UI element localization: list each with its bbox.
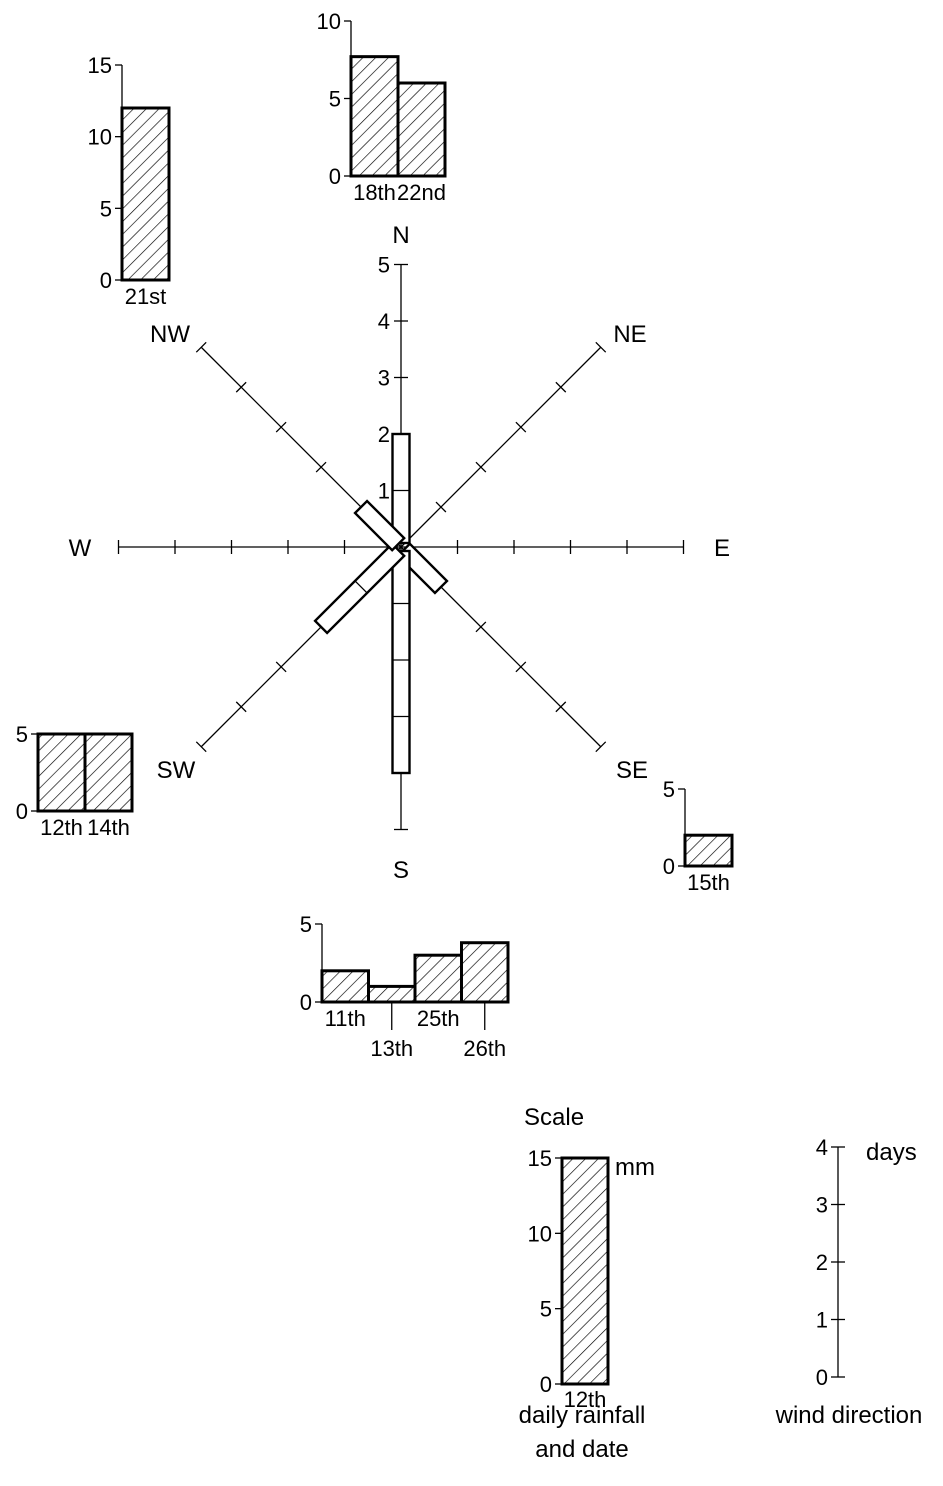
rainfall-date-label-sw: 12th: [40, 815, 83, 840]
compass-tick-se: [475, 621, 487, 633]
scale-rainfall-tick-label: 0: [540, 1372, 552, 1397]
rainfall-tick-label-nw: 10: [88, 125, 112, 150]
rainfall-tick-label-n: 0: [329, 164, 341, 189]
compass-axis-tick-label: 2: [378, 422, 390, 447]
rainfall-tick-label-sw: 5: [16, 722, 28, 747]
rainfall-bar-n-22nd: [396, 81, 447, 178]
rainfall-tick-label-nw: 0: [100, 268, 112, 293]
rainfall-date-label-s: 25th: [417, 1006, 460, 1031]
compass-tick-se: [515, 661, 527, 673]
rainfall-tick-label-s: 0: [300, 990, 312, 1015]
compass-tick-nw: [315, 461, 327, 473]
scale-wind-tick-label: 0: [816, 1365, 828, 1390]
rainfall-date-label-s: 13th: [370, 1036, 413, 1061]
scale-wind-tick-label: 3: [816, 1193, 828, 1218]
wind-rose-arm-s: [391, 549, 411, 775]
scale-rainfall-tick-label: 15: [528, 1146, 552, 1171]
scale-rainfall-bar: [560, 1156, 610, 1386]
wind-unit-label: days: [866, 1139, 917, 1166]
compass-tick-se: [595, 741, 607, 753]
rainfall-tick-label-s: 5: [300, 912, 312, 937]
compass-tick-sw: [275, 661, 287, 673]
compass-tick-sw: [235, 701, 247, 713]
scale-rainfall-tick-label: 5: [540, 1297, 552, 1322]
compass-label-n: N: [392, 222, 409, 249]
rainfall-date-label-se: 15th: [687, 870, 730, 895]
rainfall-tick-label-nw: 5: [100, 196, 112, 221]
compass-label-w: W: [69, 535, 92, 562]
compass-label-ne: NE: [613, 321, 646, 348]
compass-axis-tick-label: 4: [378, 309, 390, 334]
compass-label-sw: SW: [157, 757, 196, 784]
compass-tick-sw: [195, 741, 207, 753]
compass-tick-ne: [555, 381, 567, 393]
compass-tick-ne: [595, 341, 607, 353]
rainfall-bar-sw-14th: [83, 732, 134, 813]
rainfall-caption-line1: daily rainfall: [519, 1402, 646, 1429]
rainfall-bar-n-18th: [349, 55, 400, 178]
compass-tick-nw: [235, 381, 247, 393]
compass-tick-ne: [435, 501, 447, 513]
rainfall-date-label-n: 18th: [353, 180, 396, 205]
wind-caption: wind direction: [775, 1402, 923, 1429]
compass-tick-se: [555, 701, 567, 713]
scale-rainfall-tick-label: 10: [528, 1221, 552, 1246]
rainfall-date-label-s: 26th: [463, 1036, 506, 1061]
rainfall-date-label-n: 22nd: [397, 180, 446, 205]
compass-label-s: S: [393, 857, 409, 884]
wind-rose-arm-sw: [313, 542, 406, 635]
compass-axis-tick-label: 5: [378, 253, 390, 278]
rainfall-tick-label-se: 5: [663, 777, 675, 802]
rainfall-bar-se-15th: [683, 833, 734, 868]
compass-axis-tick-label: 1: [378, 479, 390, 504]
rainfall-bar-s-13th: [367, 984, 417, 1004]
scale-wind-tick-label: 4: [816, 1135, 828, 1160]
compass-tick-nw: [195, 341, 207, 353]
compass-label-nw: NW: [150, 321, 190, 348]
wind-rose-divider-sw: [354, 580, 368, 594]
rainfall-tick-label-sw: 0: [16, 799, 28, 824]
rainfall-bar-s-11th: [320, 969, 370, 1004]
rainfall-tick-label-n: 10: [317, 9, 341, 34]
compass-label-se: SE: [616, 757, 648, 784]
compass-tick-nw: [275, 421, 287, 433]
compass-axis-tick-label: 3: [378, 366, 390, 391]
compass-axis-ne: [400, 346, 602, 548]
rainfall-tick-label-n: 5: [329, 87, 341, 112]
rainfall-bar-s-26th: [460, 941, 510, 1004]
rainfall-tick-label-nw: 15: [88, 53, 112, 78]
rainfall-unit-label: mm: [615, 1154, 655, 1181]
scale-rainfall-date-label: 12th: [564, 1387, 607, 1412]
wind-rose-arm-nw: [353, 499, 406, 552]
compass-tick-ne: [475, 461, 487, 473]
rainfall-date-label-nw: 21st: [125, 284, 167, 309]
compass-tick-ne: [515, 421, 527, 433]
rainfall-bar-s-25th: [413, 953, 463, 1004]
rainfall-caption-line2: and date: [535, 1436, 628, 1463]
rainfall-bar-sw-12th: [36, 732, 87, 813]
scale-wind-tick-label: 2: [816, 1250, 828, 1275]
wind-rose-arm-n: [391, 432, 411, 545]
scale-wind-tick-label: 1: [816, 1308, 828, 1333]
rainfall-date-label-s: 11th: [325, 1006, 366, 1031]
rainfall-bar-nw-21st: [120, 106, 171, 282]
scale-title: Scale: [524, 1104, 584, 1131]
rainfall-date-label-sw: 14th: [87, 815, 130, 840]
rainfall-tick-label-se: 0: [663, 854, 675, 879]
compass-label-e: E: [714, 535, 730, 562]
